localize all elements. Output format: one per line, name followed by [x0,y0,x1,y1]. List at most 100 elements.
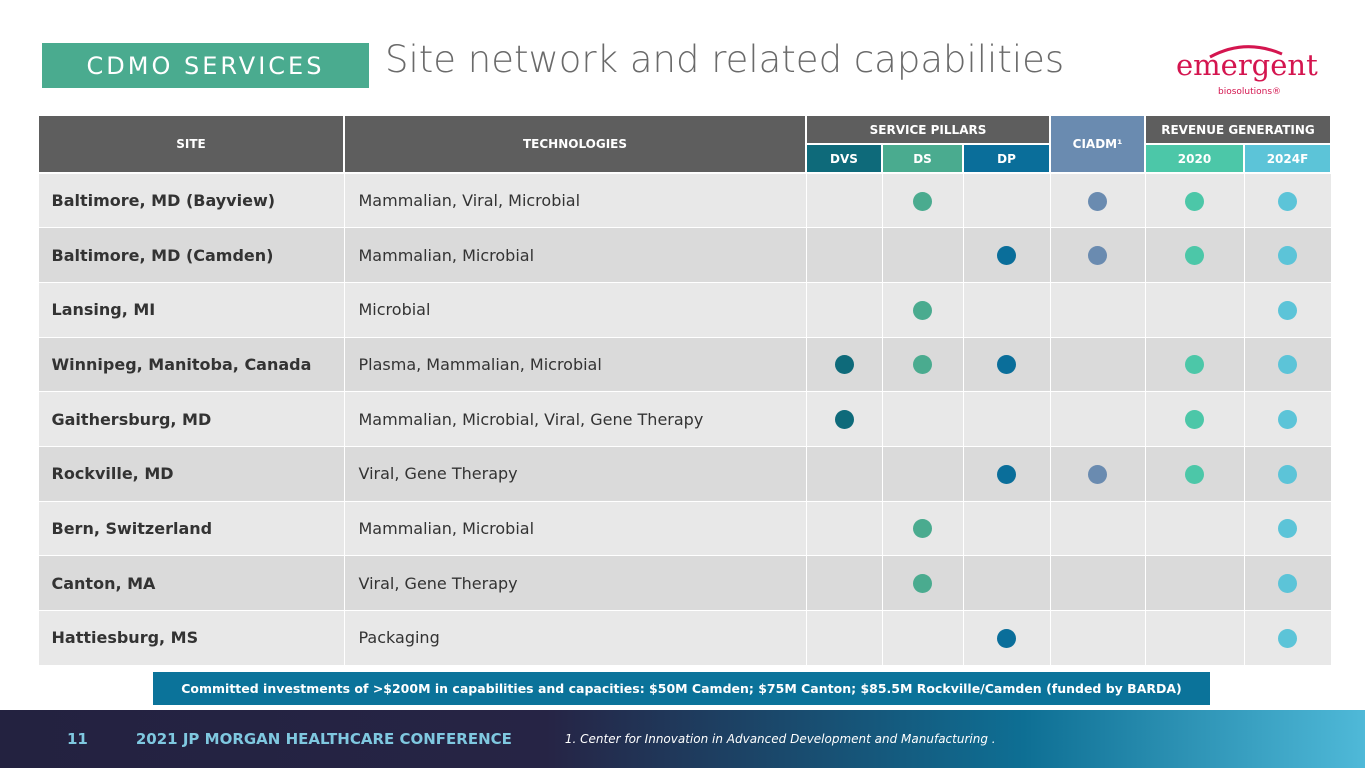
cell-dp [962,445,1051,502]
cell-ds [881,391,964,447]
cell-y2024 [1243,281,1332,338]
cell-dp [962,172,1051,229]
cell-dvs [805,391,883,447]
dot-y2024-icon [1278,574,1297,594]
header-revenue: REVENUE GENERATING [1144,114,1332,145]
dot-y2024-icon [1278,300,1297,320]
cell-ds [881,445,964,502]
technologies: Packaging [343,610,807,666]
technologies: Microbial [343,281,807,338]
cell-dvs [805,445,883,502]
technologies: Plasma, Mammalian, Microbial [343,336,807,393]
header-ciadm: CIADM¹ [1049,114,1146,174]
cell-ciadm [1049,610,1146,666]
technologies: Mammalian, Viral, Microbial [343,172,807,229]
cell-ciadm [1049,227,1146,283]
site-name: Baltimore, MD (Camden) [37,227,345,283]
dot-ciadm-icon [1088,191,1107,211]
dot-y2020-icon [1185,355,1204,375]
cell-ds [881,172,964,229]
dot-y2024-icon [1278,519,1297,539]
site-name: Baltimore, MD (Bayview) [37,172,345,229]
dot-y2024-icon [1278,246,1297,266]
footer: 11 2021 JP MORGAN HEALTHCARE CONFERENCE … [0,710,1365,768]
cell-y2024 [1243,172,1332,229]
dot-ciadm-icon [1088,464,1107,484]
cell-dp [962,391,1051,447]
cell-ds [881,227,964,283]
cell-y2020 [1144,610,1245,666]
cell-dp [962,500,1051,557]
cell-dvs [805,172,883,229]
header-dvs: DVS [805,143,883,174]
dot-y2020-icon [1185,464,1204,484]
cell-dp [962,610,1051,666]
cell-y2020 [1144,391,1245,447]
site-name: Hattiesburg, MS [37,610,345,666]
table-row: Baltimore, MD (Camden)Mammalian, Microbi… [37,227,1332,283]
dot-dp-icon [997,355,1016,375]
dot-y2020-icon [1185,246,1204,266]
cell-dvs [805,610,883,666]
site-name: Lansing, MI [37,281,345,338]
dot-ds-icon [913,300,932,320]
site-name: Canton, MA [37,555,345,611]
technologies: Viral, Gene Therapy [343,445,807,502]
header-ds: DS [881,143,964,174]
cell-ciadm [1049,555,1146,611]
cell-dp [962,227,1051,283]
dot-dp-icon [997,628,1016,648]
company-logo: emergent biosolutions® [1170,40,1318,100]
cell-ds [881,610,964,666]
cell-dp [962,281,1051,338]
page-title: Site network and related capabilities [385,38,1065,81]
cell-ds [881,500,964,557]
conference-name: 2021 JP MORGAN HEALTHCARE CONFERENCE [135,730,512,748]
dot-y2024-icon [1278,355,1297,375]
cell-y2024 [1243,336,1332,393]
cell-y2020 [1144,336,1245,393]
cell-ds [881,281,964,338]
header-technologies: TECHNOLOGIES [343,114,807,174]
page-number: 11 [67,730,88,748]
header-site: SITE [37,114,345,174]
cell-y2024 [1243,500,1332,557]
cell-y2020 [1144,281,1245,338]
dot-ds-icon [913,355,932,375]
site-name: Bern, Switzerland [37,500,345,557]
dot-ds-icon [913,191,932,211]
dot-dvs-icon [834,355,854,375]
cell-y2024 [1243,610,1332,666]
dot-y2024-icon [1278,464,1297,484]
technologies: Mammalian, Microbial, Viral, Gene Therap… [343,391,807,447]
table-row: Baltimore, MD (Bayview)Mammalian, Viral,… [37,172,1332,229]
section-tag: CDMO SERVICES [42,43,369,88]
site-table: SITE TECHNOLOGIES SERVICE PILLARS CIADM¹… [37,114,1332,666]
dot-ds-icon [913,574,932,594]
dot-y2024-icon [1278,628,1297,648]
cell-y2020 [1144,172,1245,229]
dot-ds-icon [913,519,932,539]
cell-ciadm [1049,391,1146,447]
cell-y2024 [1243,555,1332,611]
cell-ds [881,555,964,611]
header-2024f: 2024F [1243,143,1332,174]
dot-y2020-icon [1185,410,1204,430]
dot-y2024-icon [1278,410,1297,430]
dot-dp-icon [997,246,1016,266]
cell-y2020 [1144,500,1245,557]
cell-y2020 [1144,555,1245,611]
cell-y2024 [1243,391,1332,447]
cell-ciadm [1049,281,1146,338]
dot-dp-icon [997,464,1016,484]
header-2020: 2020 [1144,143,1245,174]
technologies: Mammalian, Microbial [343,500,807,557]
dot-dvs-icon [834,410,854,430]
dot-y2024-icon [1278,191,1297,211]
